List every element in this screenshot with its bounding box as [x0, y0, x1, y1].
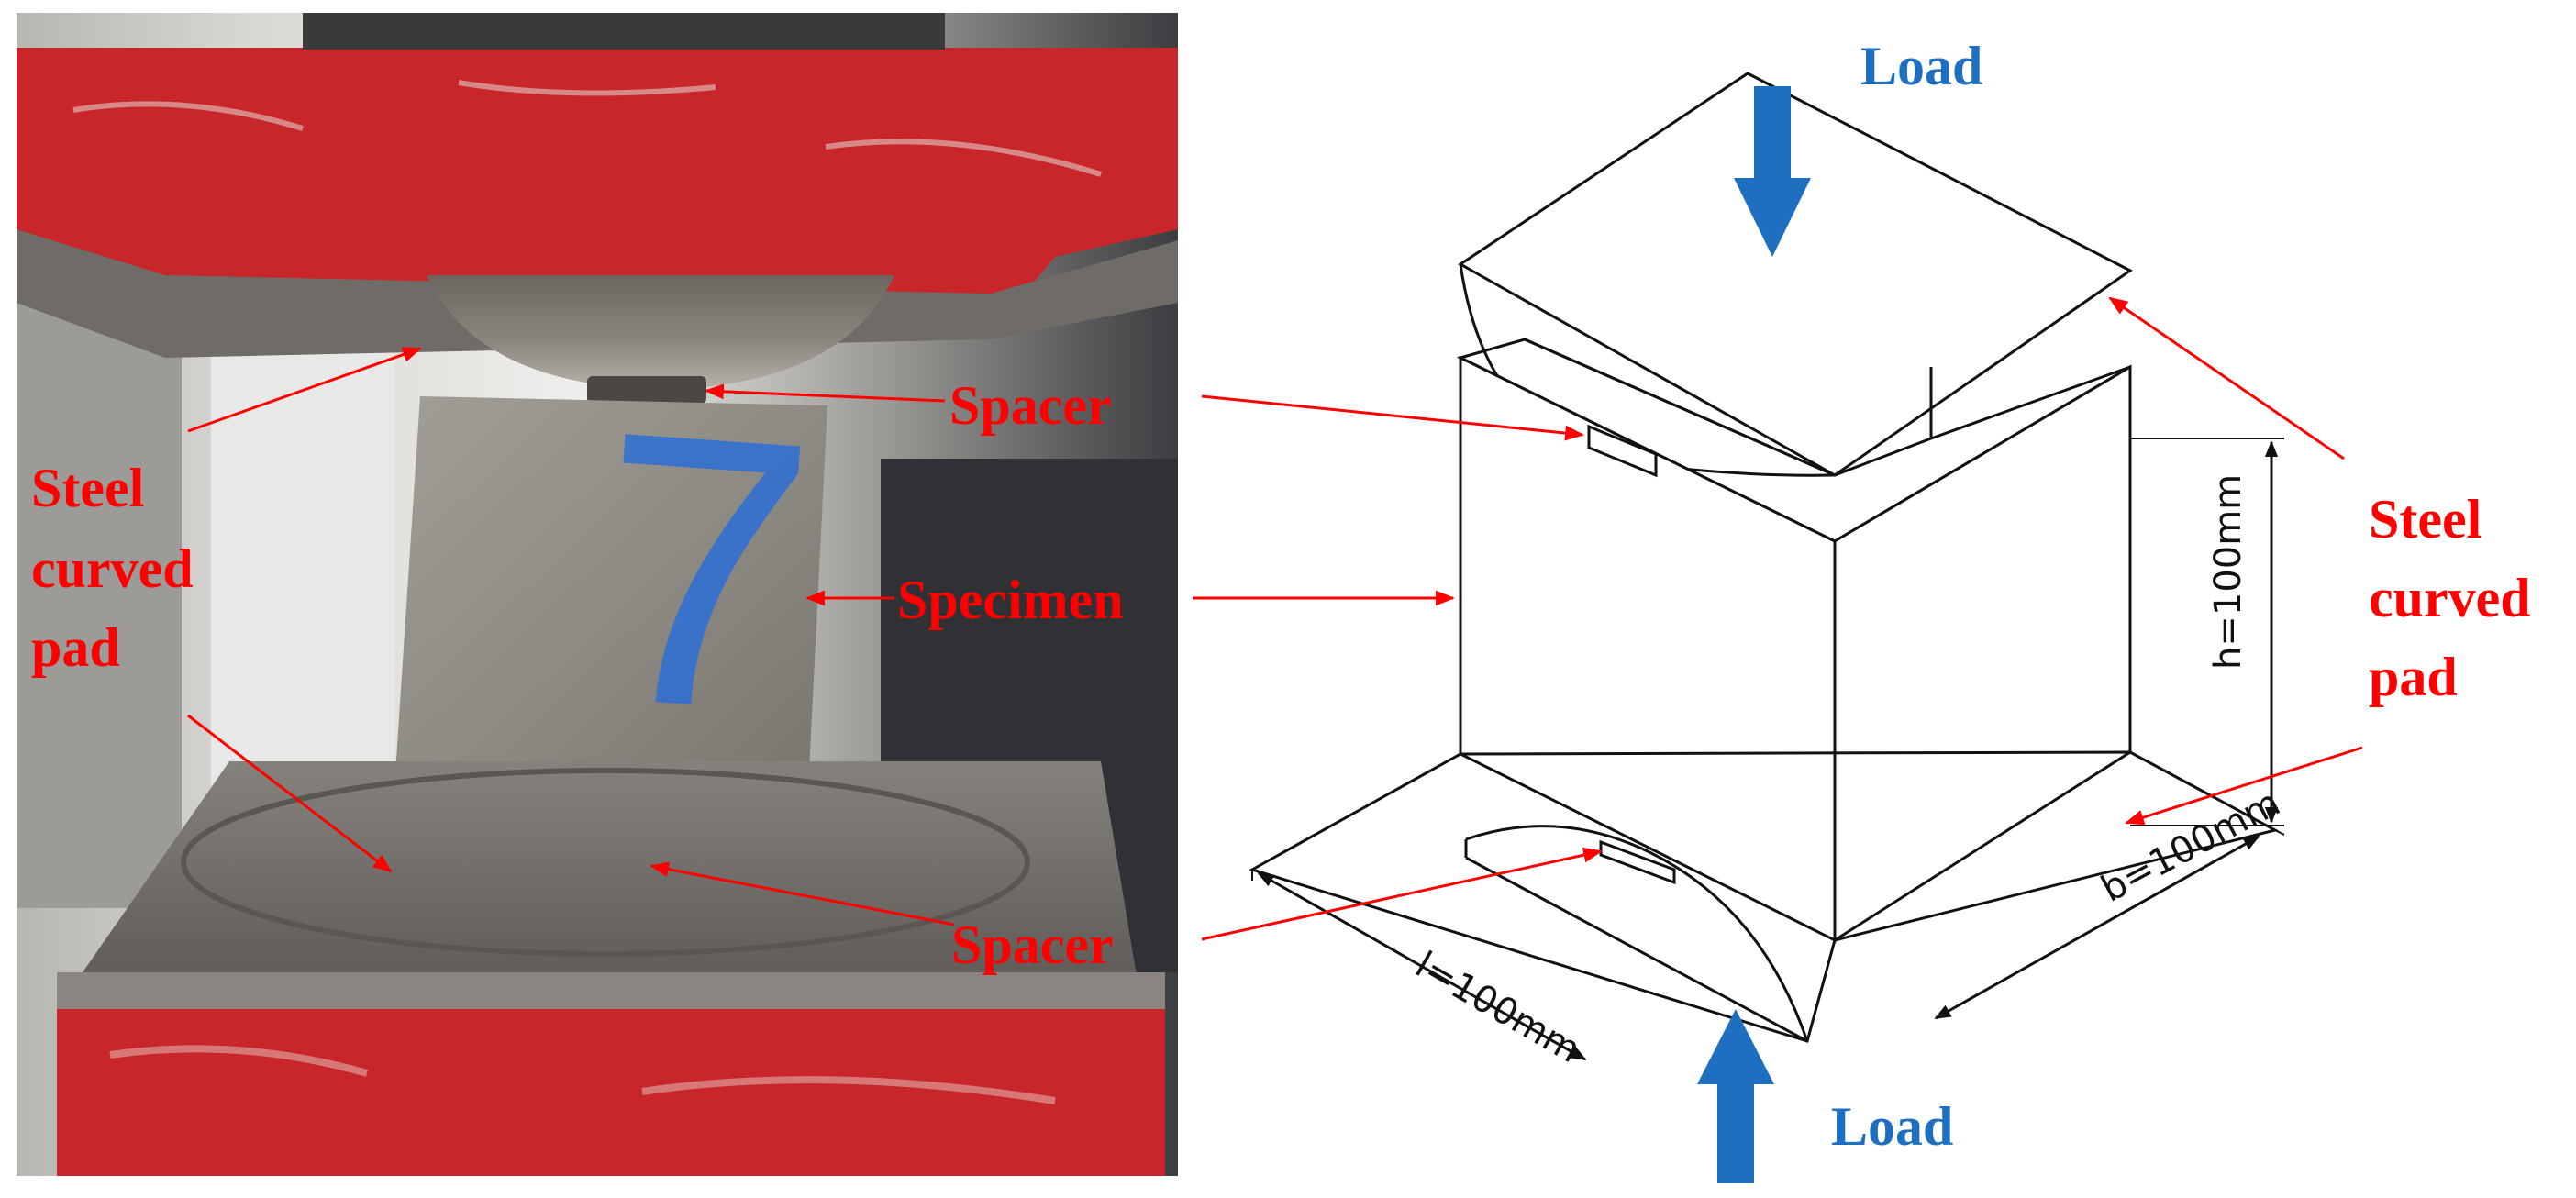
label-load-top: Load: [1860, 36, 1982, 96]
schematic-drawing: [1249, 72, 2285, 1061]
label-steel-curved-pad-right-2: curved: [2369, 568, 2531, 628]
load-arrow-top: [1734, 86, 1811, 257]
label-steel-curved-pad-left-3: pad: [31, 617, 120, 678]
label-load-bottom: Load: [1831, 1096, 1953, 1157]
specimen-number: 7: [582, 350, 826, 794]
plastic-sheet: [211, 294, 394, 807]
machine-column: [17, 266, 182, 908]
label-specimen: Specimen: [897, 570, 1124, 630]
schematic-annotations: Steel curved pad: [1193, 296, 2531, 941]
upper-spacer: [587, 376, 706, 404]
label-steel-curved-pad-right-3: pad: [2369, 647, 2458, 707]
lower-platen: [57, 761, 1165, 1176]
label-steel-curved-pad-left-2: curved: [31, 538, 194, 599]
upper-curved-pad: [427, 275, 894, 390]
label-steel-curved-pad-right-1: Steel: [2369, 489, 2482, 549]
label-spacer-bottom: Spacer: [951, 915, 1114, 975]
label-spacer-top: Spacer: [949, 375, 1112, 436]
dimension-h: h=100mm: [2207, 474, 2249, 670]
load-arrow-bottom: [1697, 1009, 1774, 1183]
photo-annotations: Steel curved pad Spacer Specimen Spacer: [31, 347, 1124, 975]
cube-right-face: [1833, 364, 2132, 943]
top-spacer: [1587, 424, 1658, 478]
bottom-pad-curve: [1465, 825, 1809, 1042]
test-photo: 7: [17, 13, 1178, 1176]
top-curved-pad: [1458, 72, 2133, 477]
cube-left-face: [1459, 355, 1837, 943]
concrete-specimen: 7: [390, 350, 827, 826]
label-steel-curved-pad-left-1: Steel: [31, 458, 144, 518]
dimension-l: l=100mm: [1408, 944, 1587, 1071]
